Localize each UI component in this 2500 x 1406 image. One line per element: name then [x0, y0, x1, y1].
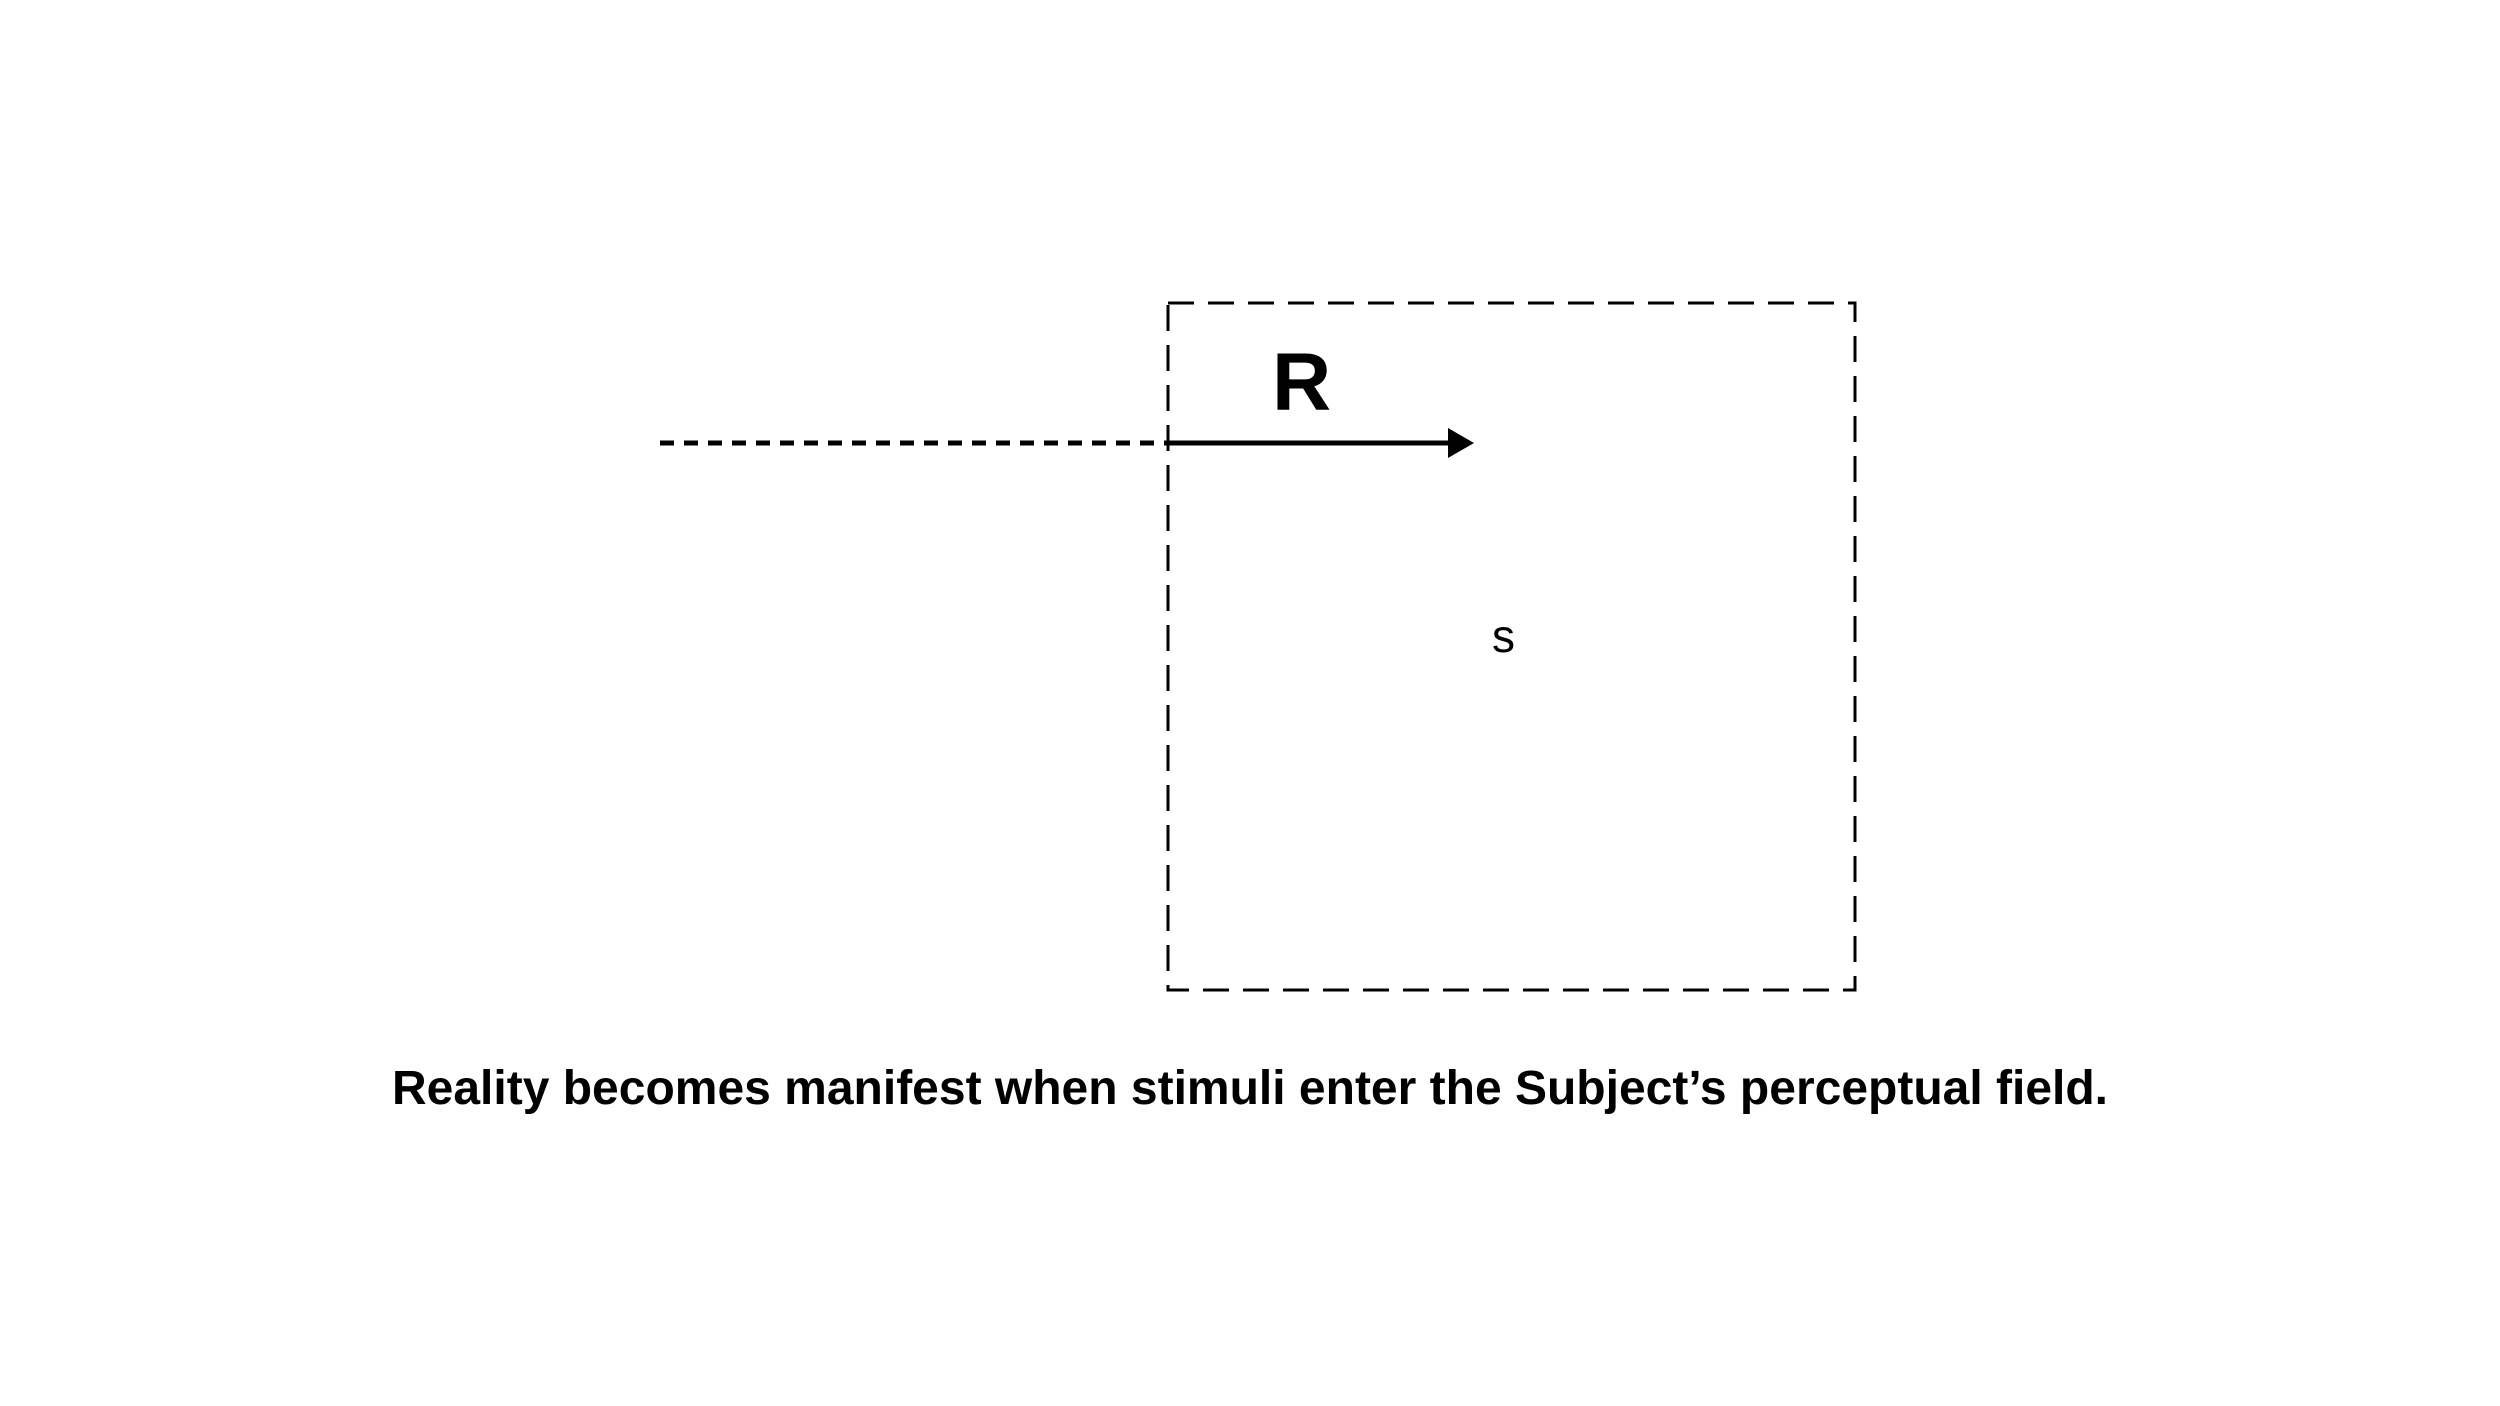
diagram-caption: Reality becomes manifest when stimuli en… — [391, 1062, 2109, 1115]
perceptual-field-box — [1166, 301, 1857, 992]
reality-label: R — [1272, 337, 1331, 428]
subject-label: s — [1492, 610, 1515, 662]
stimulus-arrowhead — [1448, 428, 1474, 458]
